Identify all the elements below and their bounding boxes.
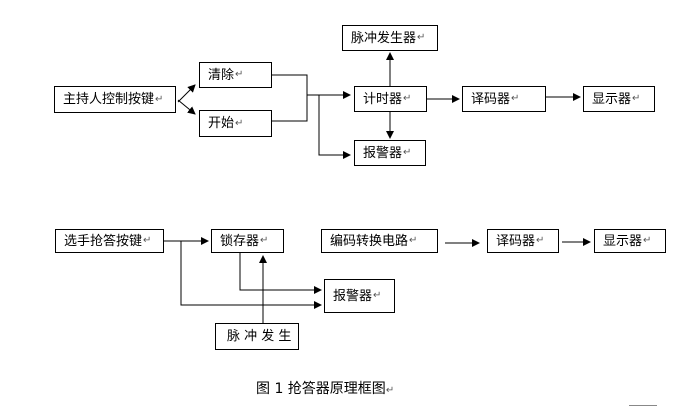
paragraph-mark-icon: ↵ (235, 69, 244, 80)
paragraph-mark-icon: ↵ (536, 235, 545, 246)
paragraph-mark-icon: ↵ (403, 93, 412, 104)
clear-box: 清除↵ (199, 62, 272, 88)
paragraph-mark-icon: ↵ (143, 235, 152, 246)
paragraph-mark-icon: ↵ (417, 32, 426, 43)
paragraph-mark-icon: ↵ (235, 117, 244, 129)
latch-box: 锁存器↵ (211, 229, 284, 253)
alarm-box-bottom: 报警器↵ (324, 279, 395, 313)
paragraph-mark-icon: ↵ (260, 235, 269, 246)
figure-caption: 图 1 抢答器原理框图↵ (256, 378, 394, 398)
line-start-to-bus (272, 95, 308, 122)
pulse-label: 脉 冲 发 生 (227, 329, 292, 344)
caption-text: 图 1 抢答器原理框图 (256, 381, 386, 397)
paragraph-mark-icon: ↵ (511, 93, 520, 104)
player-keys-box: 选手抢答按键↵ (55, 229, 164, 253)
start-label: 开始 (208, 116, 235, 131)
pulse-generator-label: 脉冲发生器 (351, 30, 417, 46)
display-box-bottom: 显示器↵ (594, 229, 666, 253)
timer-box: 计时器↵ (354, 86, 427, 112)
pulse-generator-box: 脉冲发生器↵ (342, 25, 438, 51)
arrow-host-to-clear (177, 84, 196, 103)
paragraph-mark-icon: ↵ (155, 93, 164, 105)
alarm-box: 报警器↵ (354, 140, 426, 166)
timer-label: 计时器 (363, 91, 403, 107)
display-label-bottom: 显示器 (603, 233, 643, 249)
latch-label: 锁存器 (220, 233, 260, 249)
start-box: 开始↵ (199, 110, 272, 137)
alarm-label: 报警器 (363, 145, 403, 161)
decoder-label: 译码器 (471, 91, 511, 107)
paragraph-mark-icon: ↵ (385, 385, 395, 396)
paragraph-mark-icon: ↵ (409, 235, 418, 246)
arrow-bus-to-alarm (318, 95, 351, 159)
decoder-box-bottom: 译码器↵ (487, 229, 559, 253)
page-corner-mark (629, 405, 657, 408)
alarm-label-bottom: 报警器 (333, 288, 373, 304)
encoder-circuit-box: 编码转换电路↵ (321, 229, 438, 253)
pulse-box: 脉 冲 发 生 (215, 323, 299, 350)
clear-label: 清除 (208, 67, 235, 83)
arrow-latch-to-alarm (239, 253, 322, 294)
line-clear-to-bus (272, 74, 308, 95)
player-keys-label: 选手抢答按键 (64, 233, 143, 249)
paragraph-mark-icon: ↵ (643, 235, 652, 246)
paragraph-mark-icon: ↵ (373, 290, 382, 301)
decoder-label-bottom: 译码器 (496, 233, 536, 249)
arrow-host-to-start (177, 99, 196, 115)
host-keys-label: 主持人控制按键 (63, 92, 155, 107)
encoder-circuit-label: 编码转换电路 (330, 233, 409, 249)
paragraph-mark-icon: ↵ (632, 93, 641, 104)
display-label: 显示器 (592, 91, 632, 107)
display-box: 显示器↵ (583, 86, 655, 112)
arrow-keys-to-alarm (180, 241, 322, 309)
host-keys-box: 主持人控制按键↵ (54, 86, 176, 113)
decoder-box: 译码器↵ (462, 86, 546, 112)
paragraph-mark-icon: ↵ (403, 147, 412, 158)
